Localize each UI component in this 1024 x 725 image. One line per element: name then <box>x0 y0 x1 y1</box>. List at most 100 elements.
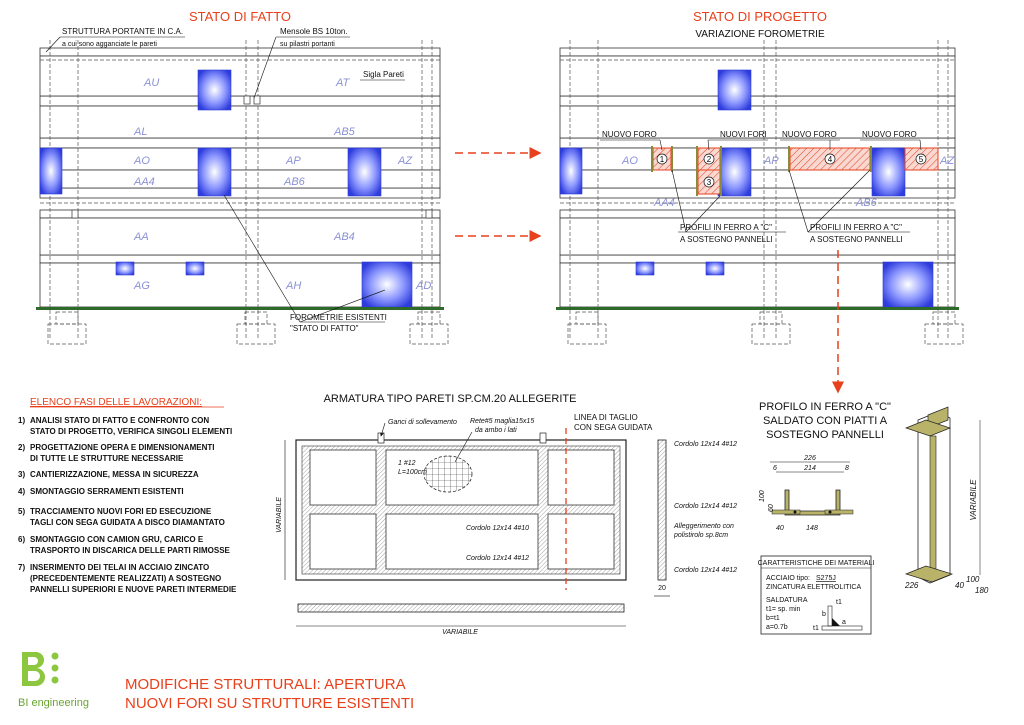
logo-text: BI engineering <box>18 697 89 709</box>
phase-number: 2) <box>18 443 25 452</box>
callout-forometrie-note: "STATO DI FATTO" <box>290 324 359 333</box>
wall-label: AB4 <box>333 231 355 243</box>
window-ah <box>361 261 413 308</box>
footer-title-1: MODIFICHE STRUTTURALI: APERTURA <box>125 676 406 693</box>
callout-profili-2: PROFILI IN FERRO A "C" <box>810 223 902 232</box>
dim-variabile-profilo: VARIABILE <box>969 479 978 521</box>
window-au <box>197 69 232 111</box>
profilo-title-1: PROFILO IN FERRO A "C" <box>759 401 891 413</box>
label-cordolo-section-mid: Cordolo 12x14 4#12 <box>674 503 737 510</box>
armatura-title: ARMATURA TIPO PARETI SP.CM.20 ALLEGERITE <box>324 393 577 405</box>
wall-label: AB6 <box>855 197 878 209</box>
wall-label: AD <box>415 280 431 292</box>
phase-line: TRACCIAMENTO NUOVI FORI ED ESECUZIONE <box>30 507 212 516</box>
elevation-stato-di-progetto: 1 2 3 4 5 <box>556 40 964 345</box>
ground-line <box>36 307 444 310</box>
hole-number-markers: 1 2 3 4 5 <box>656 153 927 188</box>
callouts-left: STRUTTURA PORTANTE IN C.A. a cui sono ag… <box>45 27 405 333</box>
dim-60: 60 <box>768 504 775 512</box>
wall-label: AH <box>285 280 301 292</box>
hole-number-4: 4 <box>828 155 833 164</box>
phases-list: ELENCO FASI DELLE LAVORAZIONI: 1) ANALIS… <box>18 397 237 594</box>
callout-profili-1: PROFILI IN FERRO A "C" <box>680 223 772 232</box>
dim-8: 8 <box>845 465 849 472</box>
elevation-stato-di-fatto <box>36 40 449 345</box>
wall-label: AA <box>133 231 149 243</box>
wall-label: AB6 <box>283 176 306 188</box>
armatura-panel-drawing: ARMATURA TIPO PARETI SP.CM.20 ALLEGERITE… <box>276 393 737 636</box>
label-linea-taglio-note: CON SEGA GUIDATA <box>574 423 653 432</box>
dim-20: 20 <box>658 585 666 592</box>
wall-label: AT <box>335 77 351 89</box>
subtitle-variazione: VARIAZIONE FOROMETRIE <box>695 29 825 40</box>
phase-line: CANTIERIZZAZIONE, MESSA IN SICUREZZA <box>30 470 199 479</box>
label-ganci: Ganci di sollevamento <box>388 419 457 426</box>
hole-number-3: 3 <box>707 178 712 187</box>
phase-number: 1) <box>18 416 25 425</box>
phase-number: 4) <box>18 487 25 496</box>
window-small-2 <box>185 261 205 276</box>
callout-sigla-pareti: Sigla Pareti <box>363 70 404 79</box>
materiali-zincatura: ZINCATURA ELETTROLITICA <box>766 584 861 591</box>
hole-number-2: 2 <box>707 155 712 164</box>
wall-label: AA4 <box>653 197 675 209</box>
wall-labels-left: AU AT AL AB5 AO AP AZ AA4 AB6 AA AB4 AG … <box>133 77 431 292</box>
label-linea-taglio: LINEA DI TAGLIO <box>574 413 638 422</box>
dim-iso-180: 180 <box>975 586 989 595</box>
window-ao <box>197 147 232 197</box>
callout-mensole: Mensole BS 10ton. <box>280 27 348 36</box>
weld-symbol-b: b <box>822 611 826 618</box>
materiali-formula: b=t1 <box>766 615 780 622</box>
phase-line: SMONTAGGIO SERRAMENTI ESISTENTI <box>30 487 184 496</box>
phase-line: SMONTAGGIO CON CAMION GRU, CARICO E <box>30 535 204 544</box>
callout-nuovi-fori: NUOVI FORI <box>720 130 767 139</box>
label-cordolo-section-bottom: Cordolo 12x14 4#12 <box>674 567 737 574</box>
wall-label: AO <box>133 155 150 167</box>
hole-number-1: 1 <box>660 155 665 164</box>
dim-iso-40: 40 <box>955 581 964 590</box>
callouts-right: NUOVO FORO NUOVI FORI NUOVO FORO NUOVO F… <box>600 130 922 244</box>
wall-label: AZ <box>939 155 955 167</box>
dim-iso-226: 226 <box>904 581 919 590</box>
phase-line: INSERIMENTO DEI TELAI IN ACCIAIO ZINCATO <box>30 563 209 572</box>
window-ap <box>347 147 382 197</box>
dim-100: 100 <box>759 490 766 502</box>
callout-nuovo-foro-1: NUOVO FORO <box>602 130 657 139</box>
hole-number-5: 5 <box>919 155 924 164</box>
callout-mensole-note: su pilastri portanti <box>280 41 335 48</box>
label-rete-note: da ambo i lati <box>475 427 517 434</box>
wall-label: AO <box>621 155 638 167</box>
phase-line: (PRECEDENTEMENTE REALIZZATI) A SOSTEGNO <box>30 574 221 583</box>
wall-labels-right: AO AP AZ AA4 AB6 <box>621 155 955 209</box>
label-alleggerimento: Alleggerimento con <box>673 523 734 530</box>
wall-label: AP <box>285 155 301 167</box>
materiali-title: CARATTERISTICHE DEI MATERIALI <box>758 560 875 567</box>
materiali-formula: t1= sp. min <box>766 606 801 613</box>
profilo-title-2: SALDATO CON PIATTI A <box>763 415 888 427</box>
callout-forometrie: FOROMETRIE ESISTENTI <box>290 313 387 322</box>
dim-variabile-vertical: VARIABILE <box>276 497 283 533</box>
dim-214: 214 <box>803 465 816 472</box>
title-stato-di-progetto: STATO DI PROGETTO <box>693 9 827 24</box>
dim-226: 226 <box>803 455 816 462</box>
wall-label: AA4 <box>133 176 155 188</box>
label-rete: Rete#5 maglia15x15 <box>470 418 534 425</box>
wall-label: AL <box>133 126 147 138</box>
wall-label: AP <box>763 155 779 167</box>
dim-6: 6 <box>773 465 777 472</box>
dim-40: 40 <box>776 525 784 532</box>
callout-profili-2-note: A SOSTEGNO PANNELLI <box>810 235 903 244</box>
materiali-box: CARATTERISTICHE DEI MATERIALI ACCIAIO ti… <box>758 555 875 635</box>
label-cordolo-section-top: Cordolo 12x14 4#12 <box>674 441 737 448</box>
weld-symbol-a: a <box>842 619 846 626</box>
phase-number: 7) <box>18 563 25 572</box>
label-cordolo-10: Cordolo 12x14 4#10 <box>466 525 529 532</box>
profilo-title-3: SOSTEGNO PANNELLI <box>766 429 884 441</box>
wall-label: AG <box>133 280 150 292</box>
materiali-acciaio-value: S275J <box>816 575 836 582</box>
callout-nuovo-foro-4: NUOVO FORO <box>782 130 837 139</box>
bi-engineering-logo: BI engineering <box>18 652 89 709</box>
label-bar: 1 #12 <box>398 460 416 467</box>
phase-line: ANALISI STATO DI FATTO E CONFRONTO CON <box>30 416 209 425</box>
